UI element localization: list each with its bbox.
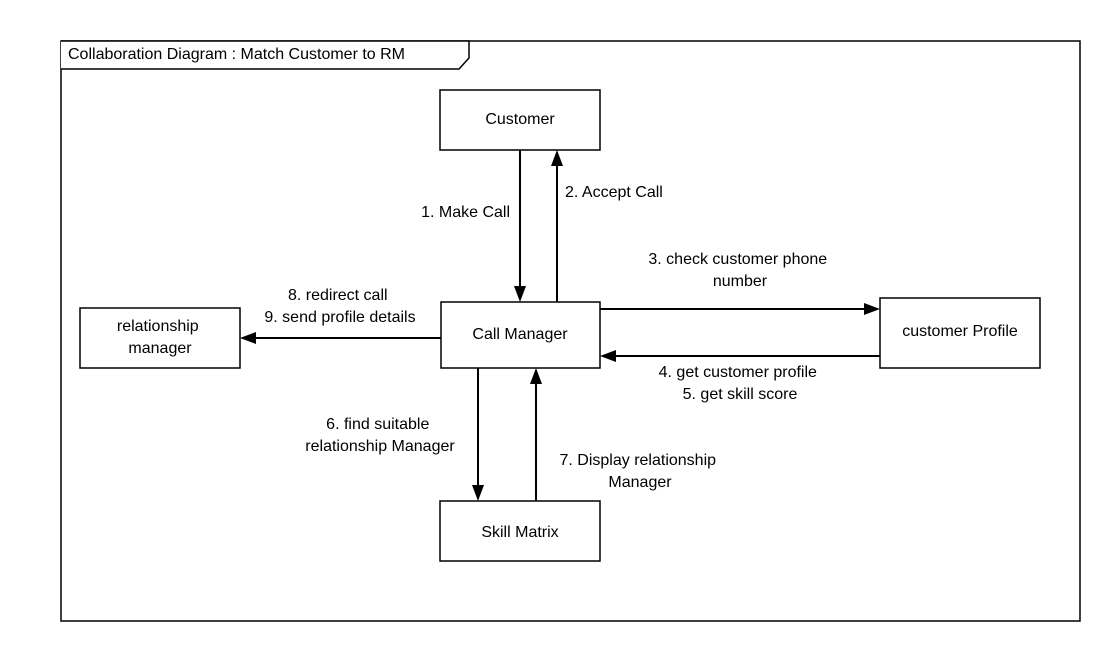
customer-box — [439, 89, 601, 151]
message-display-rm: 7. Display relationship Manager — [560, 452, 721, 491]
frame-title-tab — [61, 40, 470, 70]
arrowhead-accept-call — [551, 150, 563, 166]
arrowhead-check-phone — [864, 303, 880, 315]
message-profile-score-line-1: 4. get customer profile — [659, 364, 817, 381]
message-accept-call: 2. Accept Call — [565, 184, 663, 201]
message-check-phone-line-2: number — [713, 273, 768, 290]
customer-label: Customer — [485, 111, 555, 128]
arrowhead-profile-score — [600, 350, 616, 362]
node-customer-profile: customer Profile — [879, 297, 1041, 369]
message-check-phone-line-1: 3. check customer phone — [648, 251, 827, 268]
relationship-manager-label-line-1: relationship — [117, 318, 199, 335]
message-check-phone: 3. check customer phone number — [648, 251, 831, 290]
relationship-manager-label-line-2: manager — [128, 340, 192, 357]
node-customer: Customer — [439, 89, 601, 151]
skill-matrix-label: Skill Matrix — [481, 524, 558, 541]
message-find-rm-line-2: relationship Manager — [305, 438, 455, 455]
node-skill-matrix: Skill Matrix — [439, 500, 601, 562]
frame-title: Collaboration Diagram : Match Customer t… — [68, 46, 405, 63]
message-redirect: 8. redirect call 9. send profile details — [264, 287, 415, 326]
relationship-manager-box — [79, 307, 241, 369]
message-make-call: 1. Make Call — [421, 204, 510, 221]
call-manager-box — [440, 301, 601, 369]
message-find-rm-line-1: 6. find suitable — [326, 416, 429, 433]
message-display-rm-line-1: 7. Display relationship — [560, 452, 717, 469]
message-display-rm-line-2: Manager — [608, 474, 672, 491]
relationship-manager-label: relationship manager — [117, 318, 203, 357]
customer-profile-label: customer Profile — [902, 323, 1018, 340]
customer-profile-box — [879, 297, 1041, 369]
call-manager-label: Call Manager — [472, 326, 568, 343]
message-profile-score-line-2: 5. get skill score — [683, 386, 798, 403]
node-relationship-manager: relationship manager — [79, 307, 241, 369]
diagram-frame — [60, 40, 1081, 622]
message-find-rm: 6. find suitable relationship Manager — [305, 416, 455, 455]
message-profile-score: 4. get customer profile 5. get skill sco… — [659, 364, 822, 403]
arrowhead-find-rm — [472, 485, 484, 501]
arrowhead-redirect — [240, 332, 256, 344]
message-redirect-line-1: 8. redirect call — [288, 287, 388, 304]
arrowhead-make-call — [514, 286, 526, 302]
arrowhead-display-rm — [530, 368, 542, 384]
skill-matrix-box — [439, 500, 601, 562]
message-redirect-line-2: 9. send profile details — [264, 309, 415, 326]
node-call-manager: Call Manager — [440, 301, 601, 369]
